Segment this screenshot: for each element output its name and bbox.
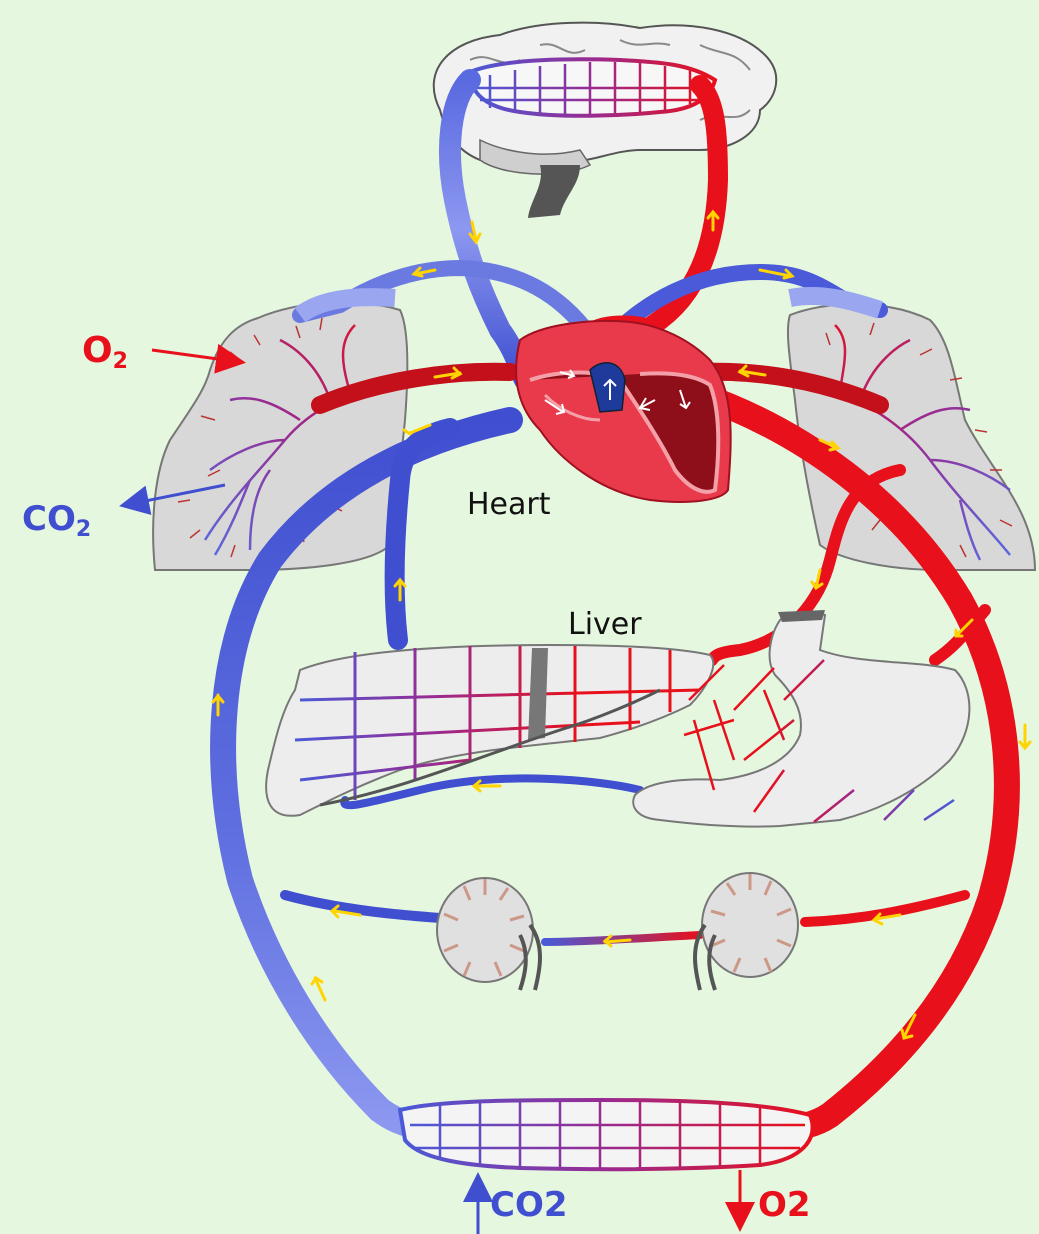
- left-kidney: [437, 878, 540, 990]
- right-kidney: [695, 873, 798, 990]
- vessels: [223, 80, 1007, 1128]
- body-capillary-bed: [400, 1100, 813, 1170]
- heart-label: Heart: [467, 487, 551, 522]
- liver-label: Liver: [568, 607, 642, 642]
- stomach-intestine: [633, 610, 969, 827]
- lung-o2-label: O2: [82, 330, 128, 374]
- body-co2-label: CO2: [490, 1185, 568, 1225]
- body-o2-label: O2: [758, 1185, 811, 1225]
- lung-co2-label: CO2: [22, 499, 91, 542]
- heart: [516, 321, 731, 502]
